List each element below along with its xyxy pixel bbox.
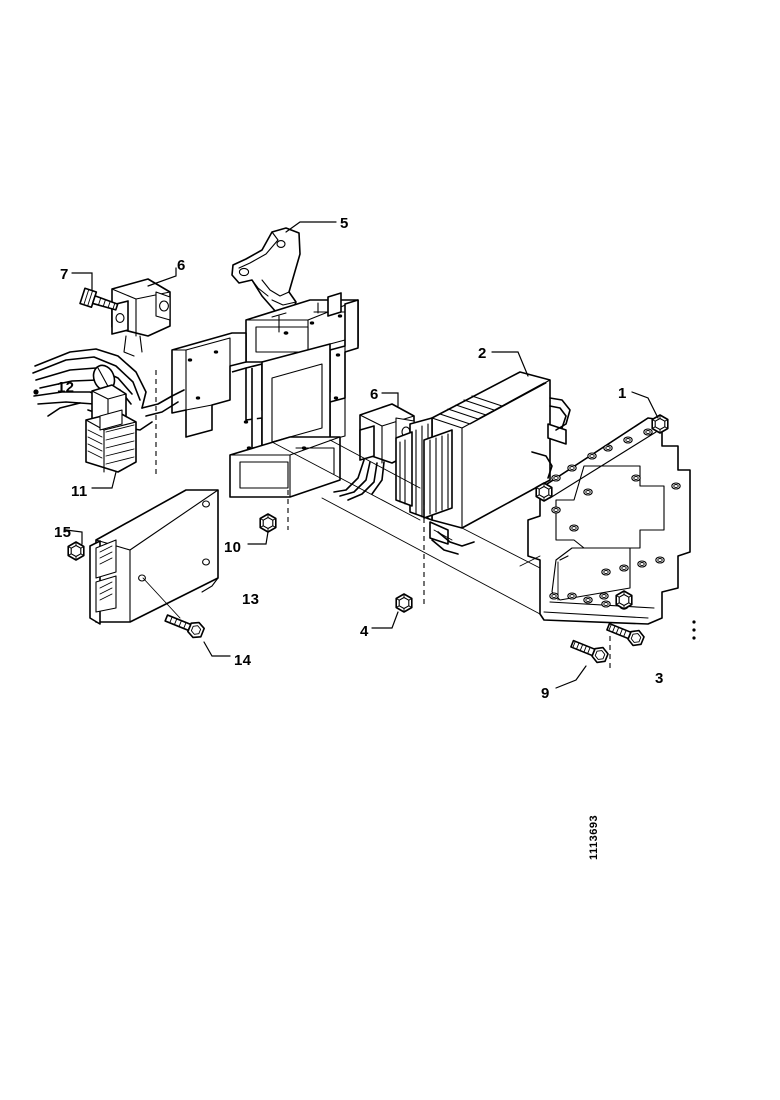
bolt-9 — [568, 635, 611, 666]
callout-11: 11 — [71, 483, 88, 500]
part-5-support-bracket — [231, 227, 301, 313]
callout-12: 12 — [57, 379, 75, 396]
callout-4: 4 — [360, 623, 369, 640]
callout-leader-lines — [65, 221, 659, 689]
assembly-alignment-lines — [155, 370, 611, 672]
part-11-relay-block — [85, 409, 137, 473]
callout-10: 10 — [224, 539, 242, 556]
callout-1: 1 — [618, 385, 627, 402]
drawing-number: 1113693 — [588, 814, 600, 860]
callout-6-upper: 6 — [177, 257, 186, 274]
screw-14 — [164, 614, 205, 639]
part-13-control-module — [89, 489, 219, 625]
callout-5: 5 — [340, 215, 349, 232]
part-2-electronic-control-unit — [395, 371, 571, 555]
part-6-relay-upper — [111, 278, 171, 357]
nut-10 — [259, 513, 277, 533]
callout-3: 3 — [655, 670, 664, 687]
callout-15: 15 — [54, 524, 72, 541]
callout-9: 9 — [541, 685, 550, 702]
nut-4 — [395, 593, 413, 613]
callout-14: 14 — [234, 652, 252, 669]
callout-7: 7 — [60, 266, 69, 283]
nut-15 — [67, 541, 85, 561]
part-7-screw — [79, 287, 119, 311]
callout-2: 2 — [478, 345, 487, 362]
callout-6-lower: 6 — [370, 386, 379, 403]
main-mounting-frame — [171, 292, 359, 498]
callout-13: 13 — [242, 591, 260, 608]
part-1-mounting-panel — [527, 414, 696, 640]
